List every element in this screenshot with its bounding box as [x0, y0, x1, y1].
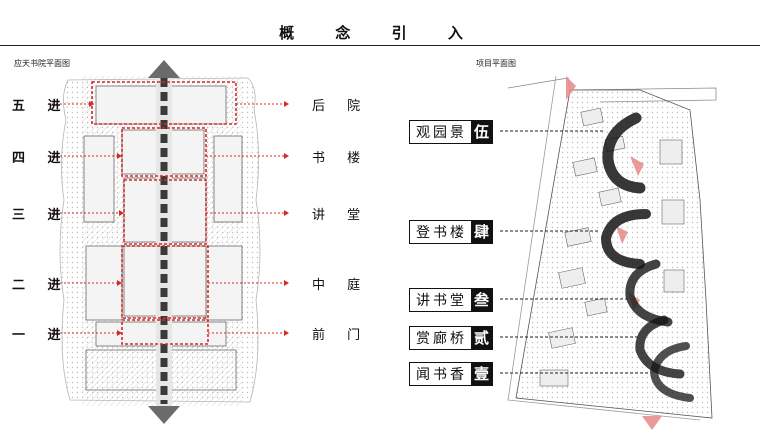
zone-label-library: 书 楼 [312, 151, 370, 166]
left-plan-caption: 应天书院平面图 [14, 59, 70, 68]
legend-number: 叁 [471, 289, 493, 311]
legend-text: 登书楼 [416, 225, 467, 241]
legend-text: 闻书香 [416, 367, 467, 383]
right-plan-caption: 项目平面图 [476, 59, 516, 68]
project-site-plan [500, 75, 717, 430]
legend-item-3: 讲书堂 叁 [409, 288, 494, 312]
legend-number: 伍 [471, 121, 493, 143]
page-title: 概 念 引 入 [279, 24, 481, 42]
academy-plan [52, 60, 289, 424]
level-label-3: 三 进 [12, 208, 70, 223]
legend-text: 赏廊桥 [416, 331, 467, 347]
zone-label-front-gate: 前 门 [312, 328, 370, 343]
level-label-1: 一 进 [12, 328, 70, 343]
zone-label-lecture-hall: 讲 堂 [312, 208, 370, 223]
legend-item-2: 赏廊桥 贰 [409, 326, 494, 350]
legend-number: 贰 [471, 327, 493, 349]
zone-label-back-court: 后 院 [312, 99, 370, 114]
legend-number: 壹 [471, 363, 493, 385]
level-label-2: 二 进 [12, 278, 70, 293]
legend-number: 肆 [471, 221, 493, 243]
zone-label-courtyard: 中 庭 [312, 278, 370, 293]
level-label-5: 五 进 [12, 99, 70, 114]
legend-text: 讲书堂 [416, 293, 467, 309]
legend-item-4: 登书楼 肆 [409, 220, 494, 244]
legend-text: 观园景 [416, 125, 467, 141]
title-rule [0, 45, 760, 46]
legend-item-1: 闻书香 壹 [409, 362, 494, 386]
level-label-4: 四 进 [12, 151, 70, 166]
legend-item-5: 观园景 伍 [409, 120, 494, 144]
